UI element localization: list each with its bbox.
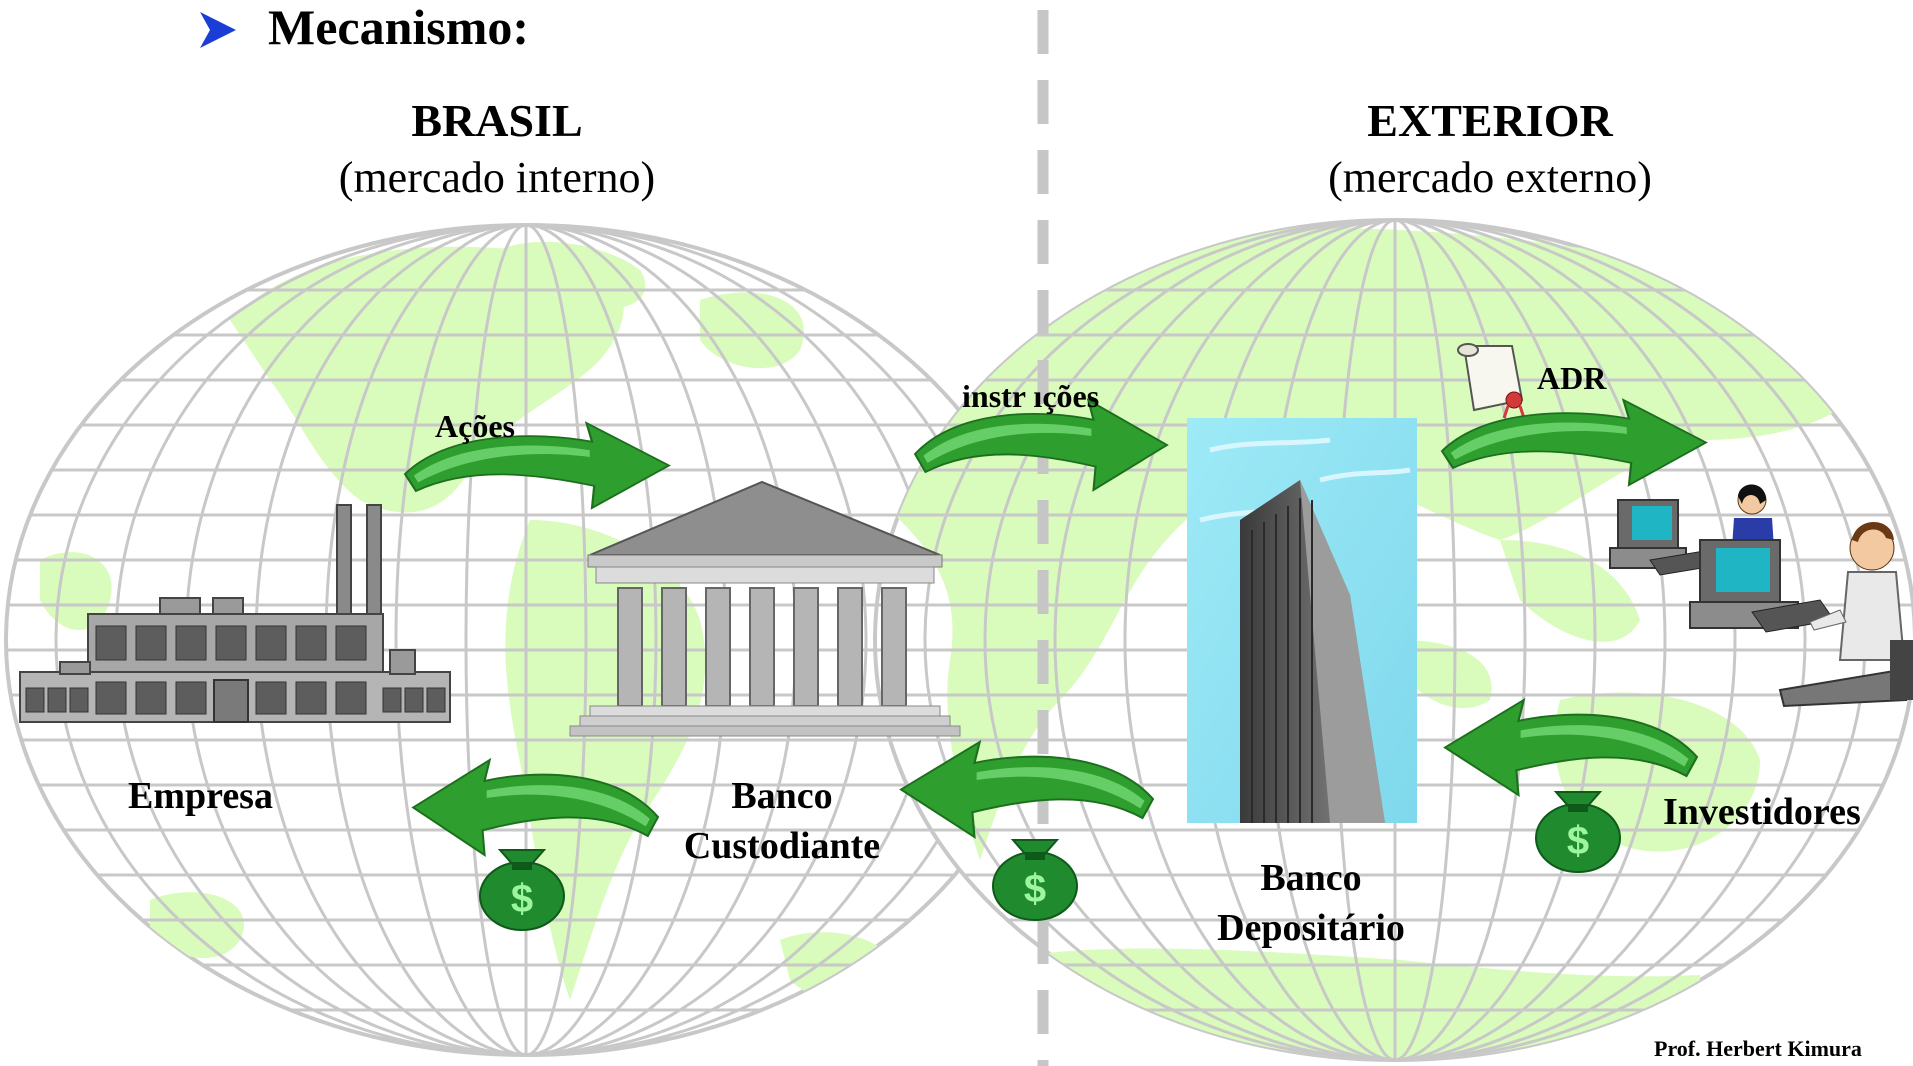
brasil-subtitle: (mercado interno) <box>338 153 656 202</box>
label-adr: ADR <box>1537 360 1607 396</box>
label-banco-depositario-line2: Depositário <box>1217 907 1405 949</box>
certificate-scroll-icon <box>1457 343 1526 419</box>
exterior-subtitle: (mercado externo) <box>1328 153 1652 202</box>
label-investidores: Investidores <box>1663 791 1861 833</box>
investors-computer-icon <box>1609 484 1913 708</box>
label-banco-custodiante-line1: Banco <box>731 775 833 817</box>
footer-credit: Prof. Herbert Kimura <box>1654 1036 1862 1061</box>
skyscraper-icon <box>1187 418 1417 823</box>
page-heading: Mecanismo: <box>268 0 530 55</box>
label-empresa: Empresa <box>128 775 273 817</box>
brasil-title: BRASIL <box>411 95 583 146</box>
label-banco-depositario-line1: Banco <box>1260 857 1362 899</box>
arrowhead-bullet-icon <box>200 12 236 48</box>
bank-building-icon <box>569 480 961 737</box>
factory-icon <box>19 504 451 723</box>
label-instrucoes: instr ıções <box>962 378 1100 414</box>
label-acoes: Ações <box>435 408 515 444</box>
label-banco-custodiante-line2: Custodiante <box>683 825 881 867</box>
exterior-title: EXTERIOR <box>1367 95 1613 146</box>
